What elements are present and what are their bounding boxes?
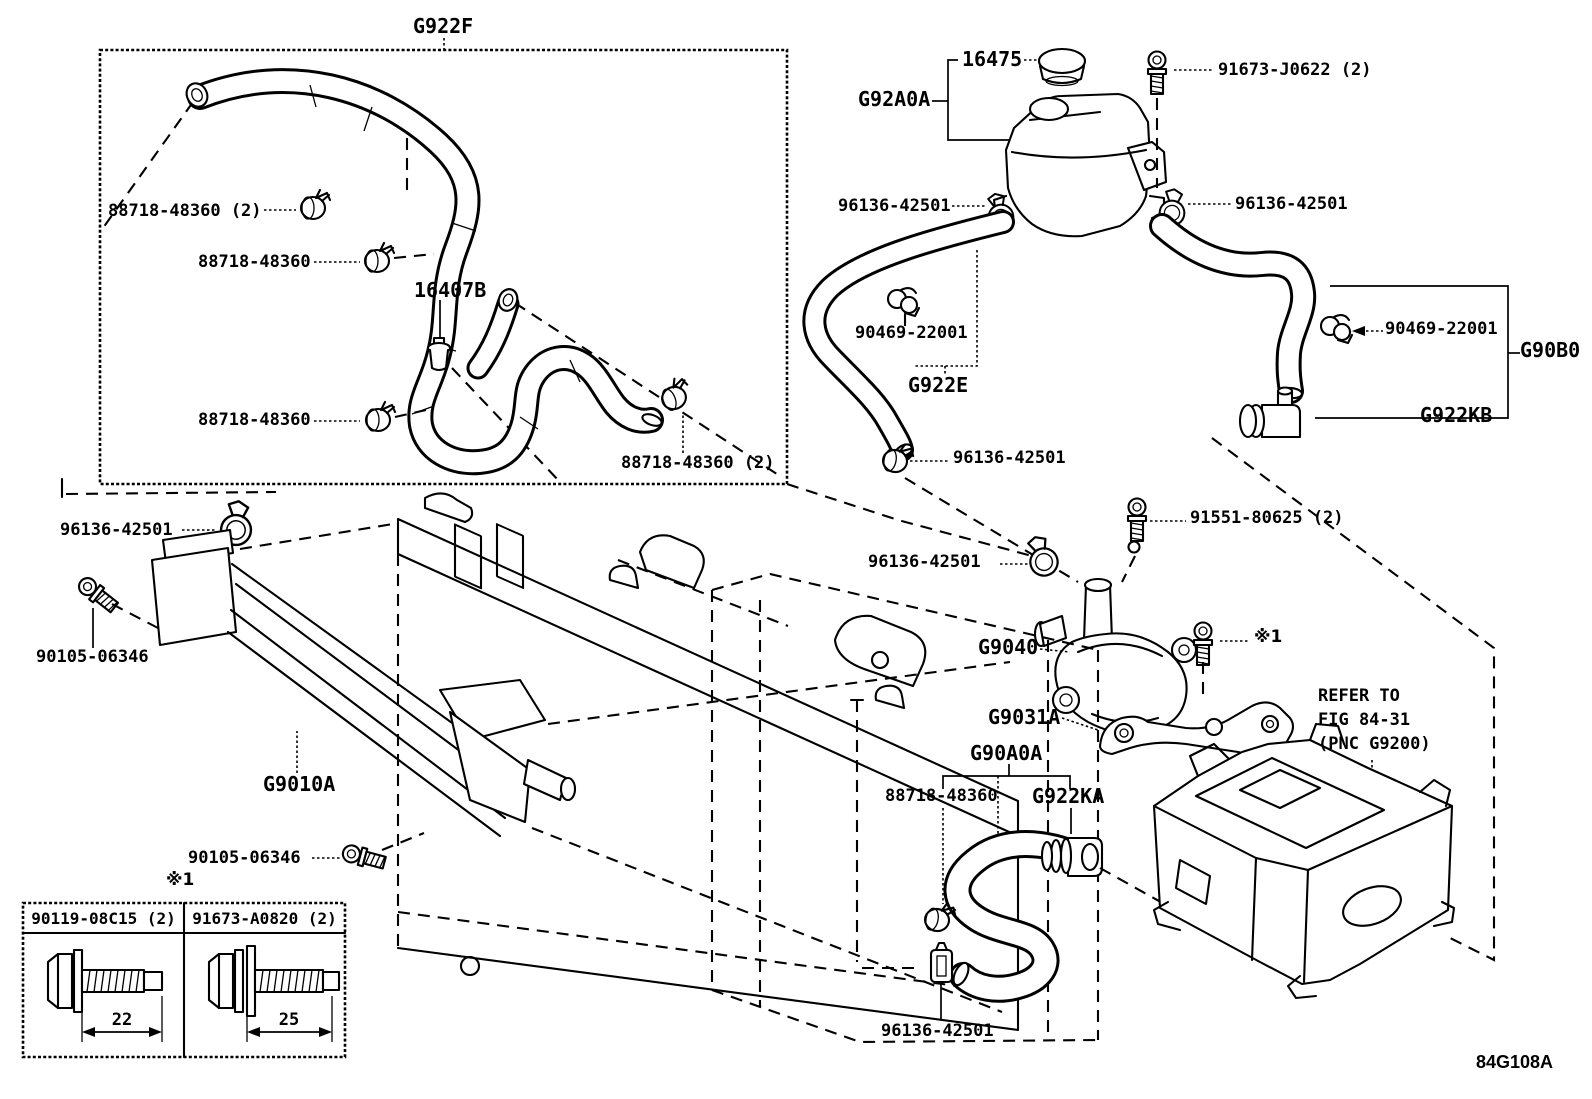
figure-code: 84G108A — [1476, 1052, 1554, 1072]
part-label-88718-48360-a: 88718-48360 — [198, 252, 311, 272]
part-label-90105-a: 90105-06346 — [36, 647, 149, 667]
part-label-96136-res-left: 96136-42501 — [838, 196, 951, 216]
part-label-90469-left: 90469-22001 — [855, 323, 968, 343]
reference-note-line1: REFER TO — [1318, 686, 1400, 706]
g90b0-hose-group — [1149, 213, 1520, 962]
part-label-91673-j0622: 91673-J0622 (2) — [1218, 60, 1372, 80]
part-label-96136-rad: 96136-42501 — [60, 520, 173, 540]
part-label-g922e: G922E — [908, 373, 969, 397]
part-label-g90b0: G90B0 — [1520, 338, 1581, 362]
bolt-table-header-1: 90119-08C15 (2) — [31, 909, 176, 928]
g90a0a-hose-group — [849, 698, 1251, 1020]
part-label-88718-48360-b: 88718-48360 — [198, 410, 311, 430]
part-label-g9031a: G9031A — [988, 705, 1061, 729]
projection-lines-left — [60, 477, 277, 549]
bolt-table — [21, 901, 347, 1059]
part-label-96136-bottom: 96136-42501 — [881, 1021, 994, 1041]
bolt-length-25: 25 — [278, 1010, 300, 1030]
inverter-cooler-g9010a — [150, 528, 577, 838]
clamp-square — [929, 941, 954, 984]
bolt-length-22: 22 — [111, 1010, 133, 1030]
part-label-90105-b: 90105-06346 — [188, 848, 301, 868]
part-label-g9010a: G9010A — [263, 772, 336, 796]
part-label-91551: 91551-80625 (2) — [1190, 508, 1344, 528]
cap-16475 — [1037, 47, 1087, 87]
part-label-g922kb: G922KB — [1420, 403, 1493, 427]
part-label-96136-mid: 96136-42501 — [953, 448, 1066, 468]
part-label-16407b: 16407B — [414, 278, 487, 302]
bolt-table-header-2: 91673-A0820 (2) — [192, 909, 337, 928]
reference-note: REFER TO FIG 84-31 (PNC G9200) — [1318, 684, 1431, 756]
inverter-unit — [1152, 722, 1456, 1000]
part-label-g92a0a: G92A0A — [858, 87, 931, 111]
radiator-assembly — [74, 492, 1100, 1044]
pump-group — [617, 440, 1295, 756]
valve-16407b — [426, 300, 452, 372]
reference-note-line3: (PNC G9200) — [1318, 734, 1431, 754]
reference-note-line2: FIG 84-31 — [1318, 710, 1411, 730]
part-label-g922ka: G922KA — [1032, 784, 1105, 808]
part-label-16475: 16475 — [962, 47, 1023, 71]
g922kb-elbow — [1238, 386, 1302, 439]
ref-mark-table: ※1 — [166, 870, 195, 890]
part-label-88718-48360-c: 88718-48360 — [885, 786, 998, 806]
reservoir-group — [932, 47, 1231, 238]
part-label-96136-res-right: 96136-42501 — [1235, 194, 1348, 214]
part-label-g90a0a: G90A0A — [970, 741, 1043, 765]
g922f-box-group — [98, 38, 789, 486]
part-label-88718-48360-x2-b: 88718-48360 (2) — [621, 453, 775, 473]
g922ka-fitting — [1040, 836, 1104, 878]
part-label-g922f: G922F — [413, 14, 474, 38]
part-label-96136-pump: 96136-42501 — [868, 552, 981, 572]
part-label-88718-48360-x2-a: 88718-48360 (2) — [108, 201, 262, 221]
ref-mark-pump: ※1 — [1254, 627, 1283, 647]
part-label-g9040: G9040 — [978, 635, 1039, 659]
part-label-90469-right: 90469-22001 — [1385, 319, 1498, 339]
